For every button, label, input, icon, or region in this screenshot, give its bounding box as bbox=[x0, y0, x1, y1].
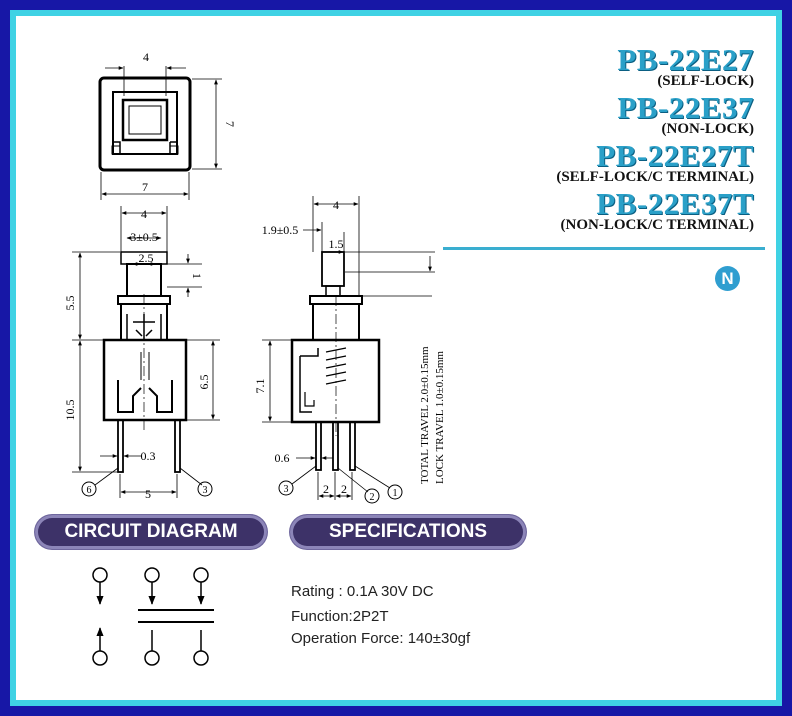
front-w3-label: 3±0.5 bbox=[130, 230, 158, 244]
side-pitch-a-label: 2 bbox=[323, 482, 329, 496]
side-pitch-b-label: 2 bbox=[341, 482, 347, 496]
front-d1-label: 1 bbox=[190, 273, 204, 279]
side-w4-label: 4 bbox=[333, 198, 339, 212]
side-view-drawing bbox=[262, 196, 435, 504]
model-type-2: (NON-LOCK) bbox=[661, 121, 755, 137]
circuit-diagram bbox=[92, 567, 214, 666]
side-pin3-label: 3 bbox=[284, 484, 289, 495]
top-view-drawing bbox=[98, 66, 222, 200]
n-badge-icon: N bbox=[715, 266, 740, 291]
side-pin1-label: 1 bbox=[393, 488, 398, 499]
side-w19-label: 1.9±0.5 bbox=[262, 223, 299, 237]
model-type-3: (SELF-LOCK/C TERMINAL) bbox=[556, 169, 754, 185]
front-pin3-label: 3 bbox=[203, 485, 208, 496]
model-title-1: PB-22E27 bbox=[617, 42, 754, 77]
front-w4-label: 4 bbox=[141, 207, 147, 221]
front-h55-label: 5.5 bbox=[63, 296, 77, 311]
front-pin6-label: 6 bbox=[87, 485, 92, 496]
front-view-drawing bbox=[72, 206, 220, 498]
side-pin06-label: 0.6 bbox=[275, 451, 290, 465]
front-pin03-label: 0.3 bbox=[141, 449, 156, 463]
datasheet-sheet bbox=[16, 16, 776, 700]
top-width-4-label: 4 bbox=[143, 50, 149, 64]
model-title-2: PB-22E37 bbox=[617, 90, 754, 125]
side-pin2-label: 2 bbox=[370, 492, 375, 503]
spec-operation-force: Operation Force: 140±30gf bbox=[291, 630, 471, 647]
spec-function: Function:2P2T bbox=[291, 608, 389, 625]
spec-rating: Rating : 0.1A 30V DC bbox=[291, 583, 434, 600]
side-w15-label: 1.5 bbox=[329, 237, 344, 251]
model-title-3: PB-22E27T bbox=[596, 138, 754, 173]
front-pitch5-label: 5 bbox=[145, 487, 151, 501]
front-h105-label: 10.5 bbox=[63, 400, 77, 421]
total-travel-label: TOTAL TRAVEL 2.0±0.15mm bbox=[419, 346, 431, 484]
circuit-diagram-heading: CIRCUIT DIAGRAM bbox=[35, 515, 267, 549]
front-w25-label: 2.5 bbox=[139, 251, 154, 265]
front-h65-label: 6.5 bbox=[197, 375, 211, 390]
top-height-7-label: 7 bbox=[223, 121, 237, 127]
lock-travel-label: LOCK TRAVEL 1.0±0.15mm bbox=[434, 351, 446, 484]
model-type-4: (NON-LOCK/C TERMINAL) bbox=[560, 217, 754, 233]
model-title-4: PB-22E37T bbox=[596, 186, 754, 221]
title-divider bbox=[443, 247, 765, 250]
model-type-1: (SELF-LOCK) bbox=[657, 73, 754, 89]
specifications-heading: SPECIFICATIONS bbox=[290, 515, 526, 549]
side-h71-label: 7.1 bbox=[253, 379, 267, 394]
top-width-7-label: 7 bbox=[142, 180, 148, 194]
